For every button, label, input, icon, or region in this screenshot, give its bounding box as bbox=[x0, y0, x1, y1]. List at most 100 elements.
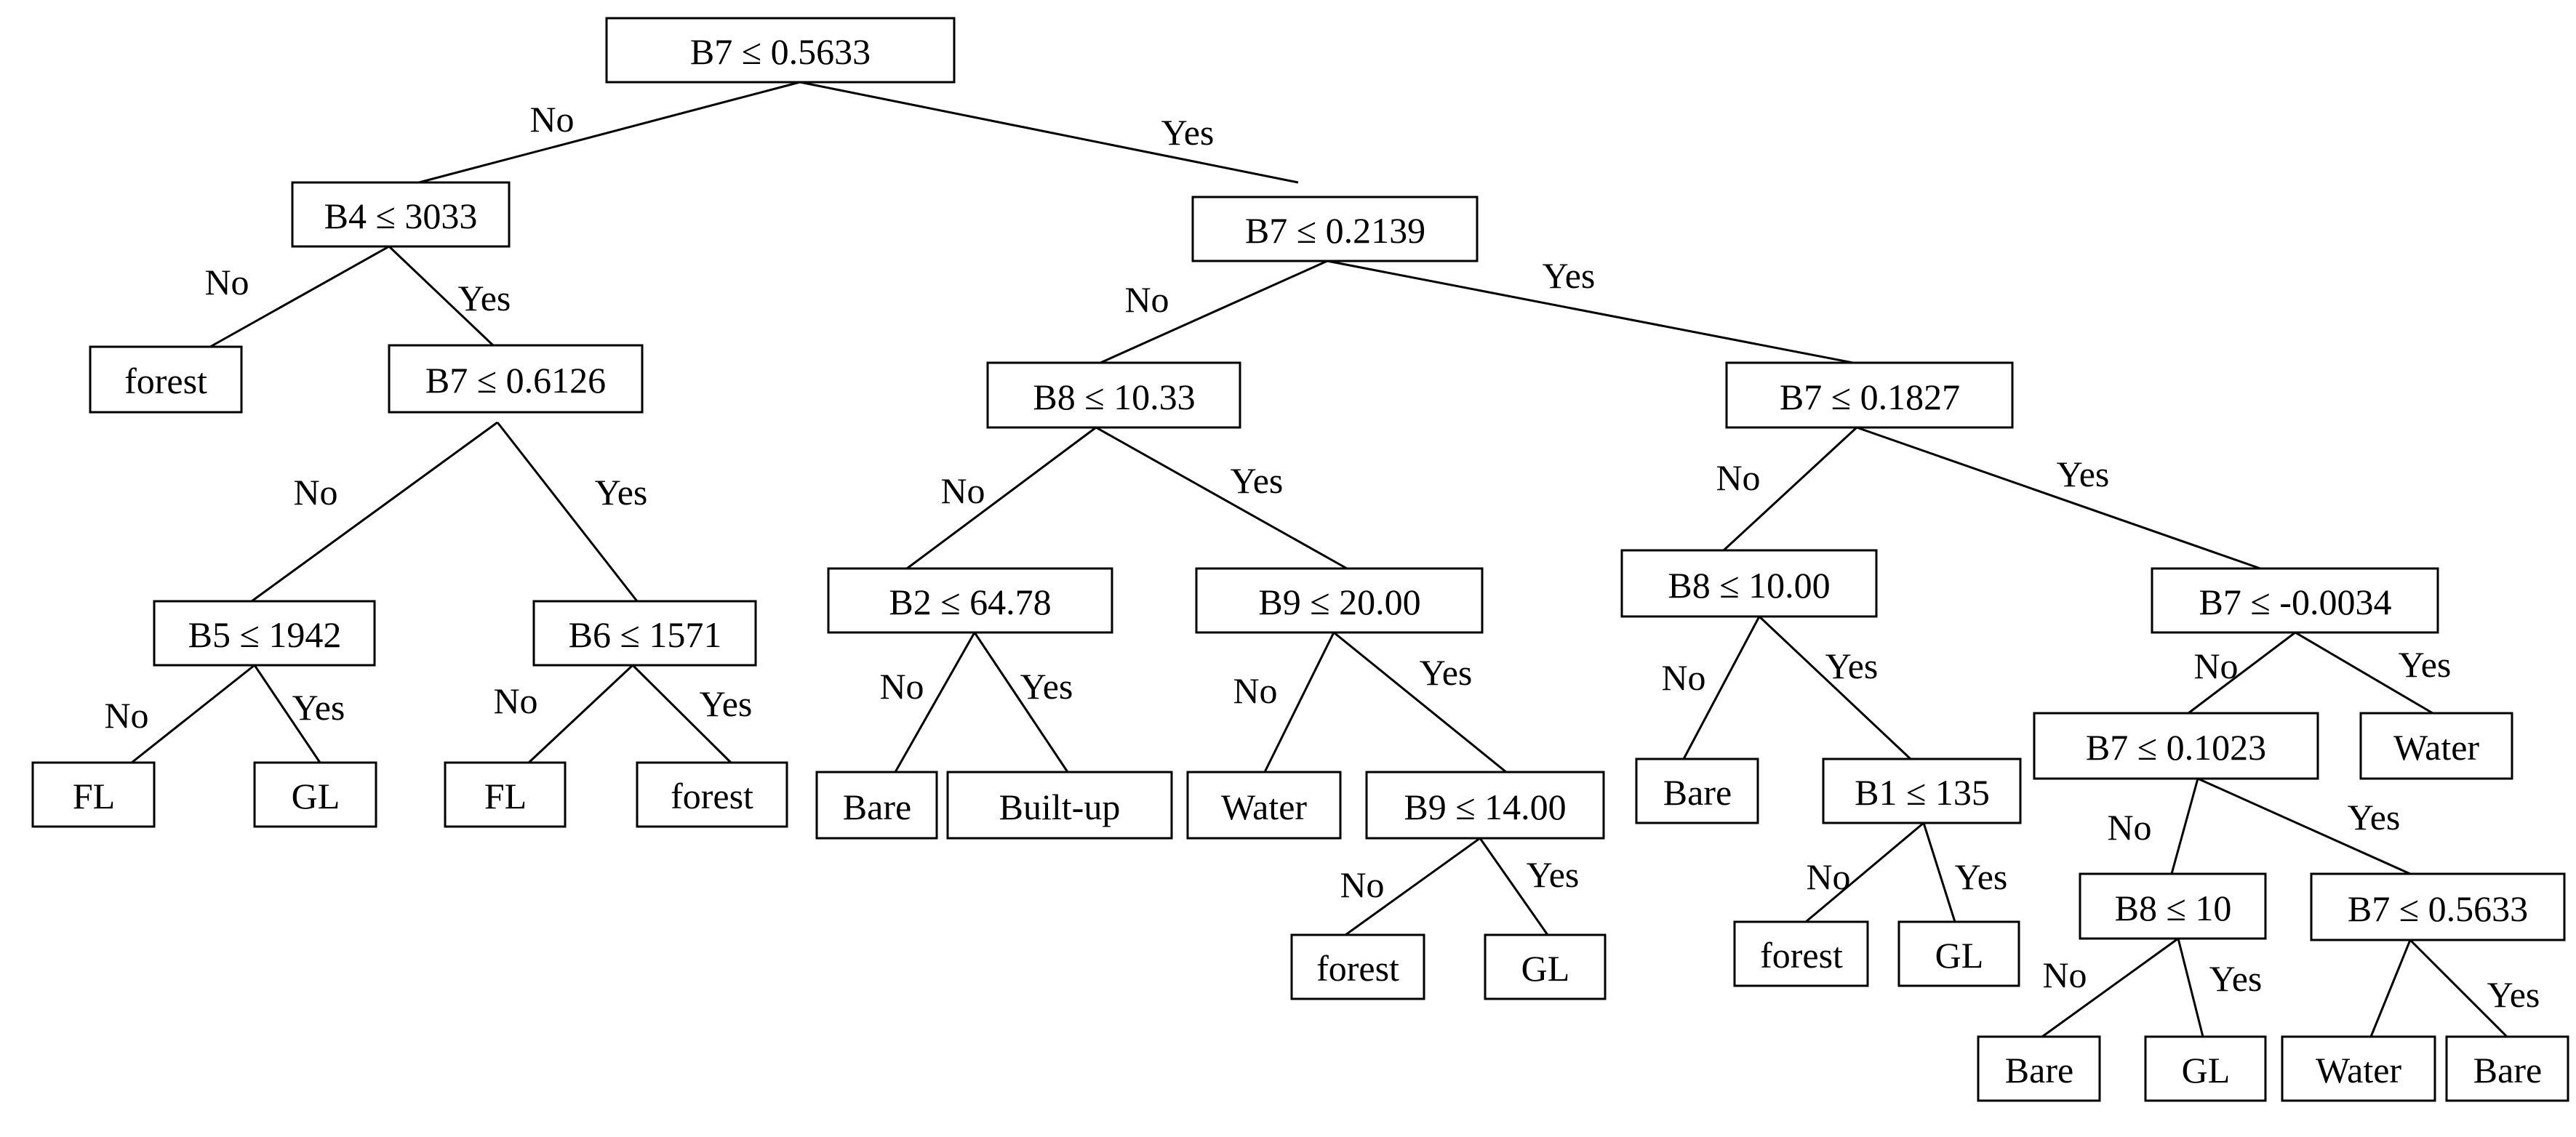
leaf-node-leaf-water-2: Water bbox=[2359, 712, 2513, 780]
node-box bbox=[946, 771, 1173, 840]
edge-n_b7_5633b-to-leaf_water_3 bbox=[2369, 939, 2412, 1037]
node-box bbox=[1897, 920, 2020, 987]
node-box bbox=[2281, 1035, 2436, 1102]
node-box bbox=[1620, 549, 1878, 618]
split-node-n-b6: B6 ≤ 1571 bbox=[532, 600, 757, 667]
node-box bbox=[605, 17, 956, 84]
leaf-node-leaf-fl-1: FL bbox=[31, 761, 156, 828]
node-box bbox=[388, 344, 644, 414]
node-label: B5 ≤ 1942 bbox=[188, 614, 342, 655]
leaf-node-leaf-bare-3: Bare bbox=[1977, 1035, 2101, 1102]
edge-n_b7_neg-to-leaf_water_2 bbox=[2295, 631, 2433, 715]
edge-label-no-14: No bbox=[879, 666, 924, 707]
edge-label-no-2: No bbox=[204, 262, 249, 302]
edge-label-yes-32: Yes bbox=[2487, 974, 2540, 1015]
edge-n_b8_1033-to-n_b2 bbox=[906, 426, 1097, 570]
edge-label-yes-13: Yes bbox=[1231, 460, 1284, 501]
node-box bbox=[636, 761, 788, 828]
edge-n_b7_6126-to-n_b5 bbox=[251, 421, 498, 603]
node-box bbox=[2359, 712, 2513, 780]
node-label: B6 ≤ 1571 bbox=[569, 614, 722, 655]
node-box bbox=[1191, 196, 1479, 262]
node-label: B1 ≤ 135 bbox=[1855, 772, 1990, 813]
leaf-node-leaf-bare-1: Bare bbox=[815, 771, 938, 840]
edge-n_b7_6126-to-n_b6 bbox=[496, 422, 639, 602]
edge-n_b5-to-leaf_fl_1 bbox=[131, 664, 255, 764]
edge-label-no-24: No bbox=[1806, 856, 1850, 897]
edge-label-yes-31: Yes bbox=[2209, 958, 2263, 999]
edge-label-no-10: No bbox=[1124, 279, 1169, 320]
edge-n_b8_10-to-leaf_bare_3 bbox=[2041, 937, 2179, 1038]
split-node-n-b5: B5 ≤ 1942 bbox=[153, 600, 376, 667]
edge-label-no-26: No bbox=[2193, 646, 2238, 686]
node-label: GL bbox=[1521, 948, 1570, 989]
leaf-node-leaf-forest-4: forest bbox=[1733, 920, 1869, 987]
node-label: B9 ≤ 14.00 bbox=[1404, 787, 1566, 827]
node-box bbox=[2144, 1035, 2267, 1102]
edge-label-yes-3: Yes bbox=[458, 278, 511, 318]
node-box bbox=[1290, 933, 1425, 1000]
edge-n_b7_1023-to-n_b7_5633b bbox=[2197, 777, 2411, 875]
leaf-node-leaf-bare-4: Bare bbox=[2445, 1035, 2569, 1102]
edge-n_b1-to-leaf_forest_4 bbox=[1805, 821, 1924, 923]
split-node-n-b8-1000: B8 ≤ 10.00 bbox=[1620, 549, 1878, 618]
edge-label-yes-29: Yes bbox=[2348, 797, 2401, 837]
leaf-node-leaf-fl-2: FL bbox=[444, 761, 567, 828]
edge-n_b7_neg-to-n_b7_1023 bbox=[2188, 631, 2296, 715]
node-label: GL bbox=[292, 776, 340, 816]
edge-label-no-30: No bbox=[2042, 955, 2087, 995]
edge-n_b2-to-leaf_bare_1 bbox=[894, 632, 976, 773]
node-box bbox=[1977, 1035, 2101, 1102]
edge-n_b4-to-leaf_forest_1 bbox=[209, 245, 390, 348]
node-box bbox=[444, 761, 567, 828]
edge-label-no-0: No bbox=[529, 99, 574, 140]
leaf-node-leaf-builtup: Built-up bbox=[946, 771, 1173, 840]
split-node-n-b7-5633b: B7 ≤ 0.5633 bbox=[2310, 872, 2566, 941]
node-box bbox=[89, 345, 243, 414]
node-label: GL bbox=[2182, 1050, 2231, 1090]
node-box bbox=[532, 600, 757, 667]
node-label: B4 ≤ 3033 bbox=[324, 196, 478, 236]
edge-n_b6-to-leaf_fl_2 bbox=[527, 664, 634, 764]
edge-label-yes-15: Yes bbox=[1020, 666, 1073, 707]
edge-n_b5-to-leaf_gl_1 bbox=[253, 664, 321, 763]
node-label: B7 ≤ 0.5633 bbox=[690, 31, 871, 72]
edge-label-yes-1: Yes bbox=[1161, 112, 1215, 153]
node-label: Water bbox=[2393, 727, 2479, 768]
edge-n_b2-to-leaf_builtup bbox=[973, 632, 1069, 773]
node-label: B9 ≤ 20.00 bbox=[1258, 582, 1420, 622]
node-label: B8 ≤ 10 bbox=[2115, 888, 2232, 928]
leaf-node-leaf-bare-2: Bare bbox=[1635, 758, 1759, 824]
edge-label-no-12: No bbox=[940, 470, 985, 511]
leaf-node-leaf-forest-3: forest bbox=[1290, 933, 1425, 1000]
edge-label-yes-23: Yes bbox=[1825, 646, 1879, 686]
node-box bbox=[827, 567, 1113, 634]
edge-label-yes-17: Yes bbox=[1420, 652, 1473, 693]
edge-label-yes-27: Yes bbox=[2399, 644, 2452, 685]
leaf-node-leaf-forest-1: forest bbox=[89, 345, 243, 414]
node-box bbox=[815, 771, 938, 840]
node-box bbox=[291, 181, 511, 248]
node-box bbox=[2151, 567, 2439, 634]
edge-label-no-18: No bbox=[1340, 864, 1384, 905]
node-label: Bare bbox=[843, 787, 911, 827]
node-label: Water bbox=[2316, 1050, 2401, 1090]
split-node-n-b7-2139: B7 ≤ 0.2139 bbox=[1191, 196, 1479, 262]
node-label: B7 ≤ 0.2139 bbox=[1245, 210, 1425, 251]
node-box bbox=[1186, 771, 1342, 840]
split-node-n-b9-14: B9 ≤ 14.00 bbox=[1365, 771, 1605, 840]
split-node-n-b2: B2 ≤ 64.78 bbox=[827, 567, 1113, 634]
split-node-n-b8-1033: B8 ≤ 10.33 bbox=[986, 361, 1241, 429]
edge-n_b6-to-leaf_forest_2 bbox=[631, 664, 732, 764]
node-box bbox=[986, 361, 1241, 429]
edge-label-yes-19: Yes bbox=[1527, 854, 1580, 895]
node-box bbox=[1484, 933, 1607, 1000]
edge-root-to-n_b7_2139 bbox=[799, 81, 1299, 184]
node-box bbox=[2445, 1035, 2569, 1102]
node-label: B8 ≤ 10.33 bbox=[1033, 377, 1195, 417]
node-box bbox=[1725, 361, 2014, 429]
edge-n_b7_1023-to-n_b8_10 bbox=[2170, 778, 2199, 875]
edge-n_b8_1033-to-n_b9_20 bbox=[1095, 426, 1348, 570]
node-label: forest bbox=[1316, 948, 1399, 989]
